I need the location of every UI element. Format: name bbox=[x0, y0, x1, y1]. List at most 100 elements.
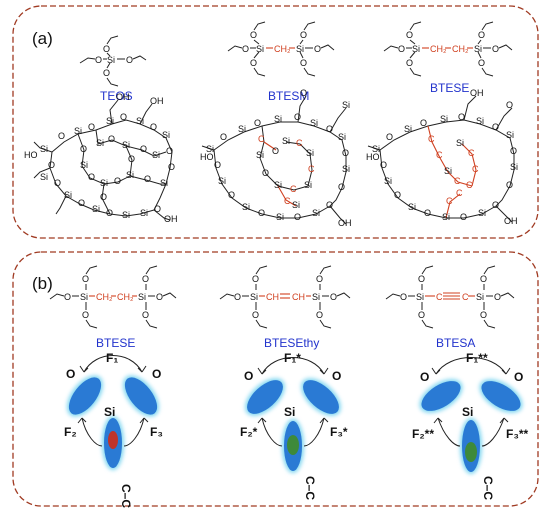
btesethy-structure: O O Si O CH CH Si O O O bbox=[219, 265, 351, 329]
svg-text:OH: OH bbox=[338, 218, 352, 228]
btese-structure-a: O O Si O CH₂ CH₂ Si O O O bbox=[383, 21, 513, 77]
svg-text:O: O bbox=[82, 310, 89, 320]
svg-text:O: O bbox=[166, 146, 173, 156]
svg-text:O: O bbox=[424, 208, 431, 218]
svg-text:Si: Si bbox=[342, 100, 350, 110]
svg-text:O: O bbox=[262, 168, 269, 178]
svg-text:Si: Si bbox=[206, 144, 214, 154]
svg-text:O: O bbox=[300, 58, 307, 68]
svg-text:C: C bbox=[454, 176, 461, 186]
svg-text:O: O bbox=[103, 68, 110, 78]
force-f2-btese: F₂ bbox=[64, 425, 77, 439]
svg-text:O: O bbox=[242, 44, 249, 54]
teos-name: TEOS bbox=[100, 89, 133, 103]
svg-text:C: C bbox=[468, 148, 475, 158]
svg-text:Si: Si bbox=[96, 138, 104, 148]
svg-text:Si: Si bbox=[296, 44, 304, 54]
svg-text:O: O bbox=[272, 146, 279, 156]
silicon-label: Si bbox=[284, 405, 295, 419]
svg-text:HO: HO bbox=[366, 152, 380, 162]
btesa-structure: O O Si O C C Si O O O bbox=[385, 265, 515, 329]
svg-text:O: O bbox=[250, 58, 257, 68]
svg-text:C: C bbox=[472, 164, 479, 174]
svg-text:Si: Si bbox=[74, 126, 82, 136]
force-f1-btesa: F₁** bbox=[466, 351, 488, 365]
svg-text:O: O bbox=[88, 122, 95, 132]
svg-text:O: O bbox=[108, 134, 115, 144]
svg-text:O: O bbox=[460, 212, 467, 222]
svg-text:CH₂: CH₂ bbox=[117, 292, 134, 302]
svg-text:O: O bbox=[142, 274, 149, 284]
svg-text:O: O bbox=[386, 132, 393, 142]
svg-text:HO: HO bbox=[200, 152, 214, 162]
svg-text:Si: Si bbox=[122, 140, 130, 150]
svg-text:O: O bbox=[418, 310, 425, 320]
carbon-label: C–C bbox=[481, 476, 495, 500]
svg-text:O: O bbox=[106, 208, 113, 218]
teos-structure: O O Si O O bbox=[79, 35, 147, 87]
silicon-label: Si bbox=[104, 405, 115, 419]
svg-text:OH: OH bbox=[504, 216, 518, 226]
oxygen-lobe-left bbox=[421, 381, 461, 411]
svg-text:C: C bbox=[296, 138, 303, 148]
svg-text:Si: Si bbox=[238, 124, 246, 134]
svg-text:Si: Si bbox=[444, 166, 452, 176]
svg-text:Si: Si bbox=[456, 138, 464, 148]
force-f3-btese: F₃ bbox=[150, 425, 163, 439]
svg-text:O: O bbox=[506, 180, 513, 190]
force-f2-btesa: F₂** bbox=[412, 427, 434, 441]
svg-text:O: O bbox=[326, 124, 333, 134]
btesethy-name: BTESEthy bbox=[264, 336, 319, 350]
btese-name-a: BTESE bbox=[430, 81, 469, 95]
panel-a-frame bbox=[12, 5, 539, 239]
svg-text:Si: Si bbox=[476, 116, 484, 126]
svg-text:O: O bbox=[494, 292, 501, 302]
svg-text:Si: Si bbox=[310, 118, 318, 128]
oxygen-lobe-right bbox=[303, 380, 339, 414]
svg-text:O: O bbox=[294, 212, 301, 222]
svg-text:Si: Si bbox=[140, 208, 148, 218]
svg-text:HO: HO bbox=[24, 150, 38, 160]
svg-text:O: O bbox=[150, 122, 157, 132]
svg-text:O: O bbox=[156, 292, 163, 302]
svg-text:O: O bbox=[234, 292, 241, 302]
svg-text:Si: Si bbox=[218, 176, 226, 186]
svg-text:O: O bbox=[154, 204, 161, 214]
svg-text:Si: Si bbox=[80, 292, 88, 302]
oxygen-label-right: O bbox=[514, 370, 523, 384]
svg-text:CH₂: CH₂ bbox=[430, 44, 447, 54]
svg-text:Si: Si bbox=[440, 114, 448, 124]
svg-text:Si: Si bbox=[404, 124, 412, 134]
svg-text:Si: Si bbox=[282, 136, 290, 146]
svg-text:Si: Si bbox=[510, 162, 518, 172]
svg-text:Si: Si bbox=[276, 212, 284, 222]
svg-text:O: O bbox=[510, 146, 517, 156]
svg-text:Si: Si bbox=[256, 150, 264, 160]
force-f1-btese: F₁ bbox=[106, 351, 118, 365]
svg-text:OH: OH bbox=[164, 214, 178, 224]
svg-text:O: O bbox=[400, 292, 407, 302]
svg-text:Si: Si bbox=[126, 170, 134, 180]
oxygen-label-left: O bbox=[66, 367, 75, 381]
svg-text:O: O bbox=[252, 274, 259, 284]
force-diagram-btesethy: F₁* F₂* F₃* O O Si C–C bbox=[240, 351, 348, 500]
svg-text:O: O bbox=[406, 58, 413, 68]
svg-text:Si: Si bbox=[162, 130, 170, 140]
svg-text:C: C bbox=[308, 164, 315, 174]
svg-text:O: O bbox=[228, 190, 235, 200]
svg-text:O: O bbox=[220, 132, 227, 142]
carbon-core bbox=[287, 435, 299, 455]
oxygen-label-right: O bbox=[332, 369, 341, 383]
svg-text:O: O bbox=[492, 122, 499, 132]
btesm-structure: O O Si O CH₂ Si O O O bbox=[227, 21, 335, 77]
svg-text:O: O bbox=[506, 100, 513, 110]
svg-text:O: O bbox=[78, 198, 85, 208]
svg-text:O: O bbox=[140, 144, 147, 154]
svg-text:Si: Si bbox=[152, 150, 160, 160]
svg-text:Si: Si bbox=[274, 114, 282, 124]
svg-text:O: O bbox=[54, 178, 61, 188]
svg-text:Si: Si bbox=[412, 44, 420, 54]
svg-text:O: O bbox=[458, 112, 465, 122]
svg-text:Si: Si bbox=[40, 172, 48, 182]
carbon-label: C–C bbox=[119, 484, 133, 508]
